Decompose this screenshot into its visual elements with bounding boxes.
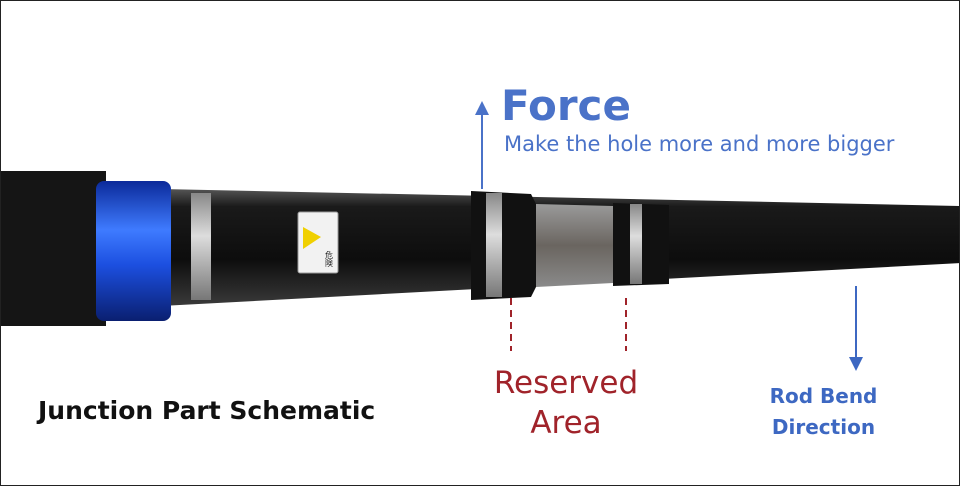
silver-band xyxy=(630,204,642,284)
rod-handle xyxy=(1,171,106,326)
reserved-line2: Area xyxy=(530,405,602,441)
reserved-line1: Reserved xyxy=(493,365,639,401)
bend-line1: Rod Bend xyxy=(769,384,878,408)
silver-band xyxy=(191,193,211,300)
reserved-area-section xyxy=(536,204,613,287)
warning-sticker: 危険 xyxy=(297,211,339,274)
svg-text:危険: 危険 xyxy=(325,250,334,268)
silver-band xyxy=(486,193,502,297)
bend-line2: Direction xyxy=(771,415,876,439)
force-title: Force xyxy=(501,81,631,130)
blue-ring xyxy=(96,181,171,321)
blank-ferrule xyxy=(471,191,536,300)
schematic-caption: Junction Part Schematic xyxy=(38,396,376,425)
reserved-area-label: Reserved Area xyxy=(481,363,651,443)
force-subtitle: Make the hole more and more bigger xyxy=(504,132,895,156)
bend-arrow-head xyxy=(849,357,863,371)
rod-bend-direction-label: Rod Bend Direction xyxy=(756,381,891,443)
force-arrow-head xyxy=(475,101,489,115)
